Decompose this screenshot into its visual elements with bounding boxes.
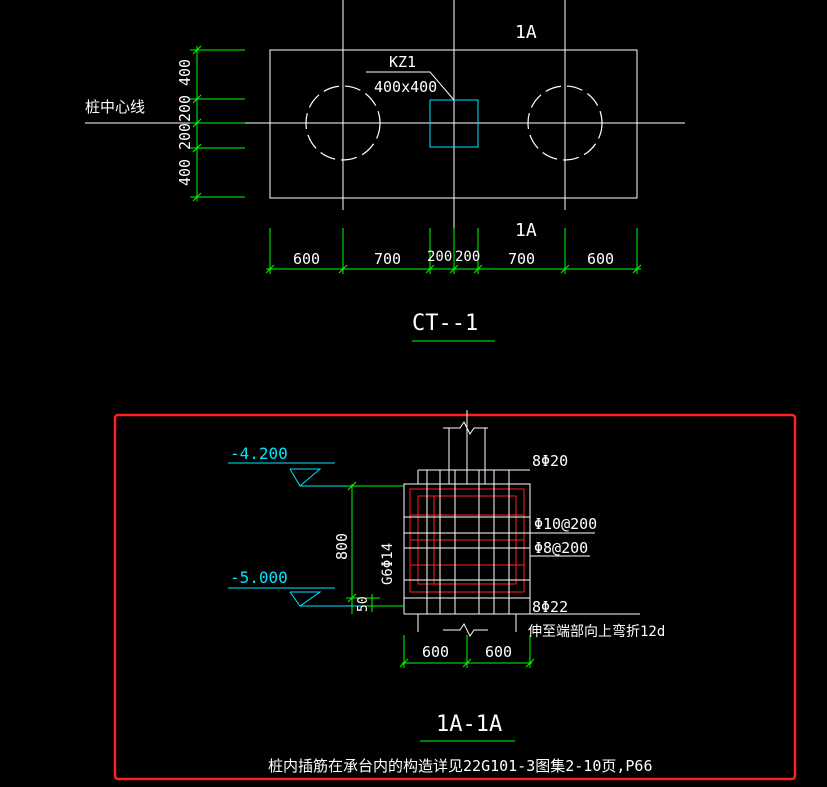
- section-note: 桩内插筋在承台内的构造详见22G101-3图集2-10页,P66: [268, 757, 653, 775]
- vert-dim-1: 400: [176, 59, 194, 86]
- side-bar-label: G6Φ14: [380, 543, 396, 585]
- bottom-cover-label: 50: [356, 596, 371, 612]
- pile-left: [305, 85, 381, 161]
- pile-center-label: 桩中心线: [85, 98, 145, 116]
- elev-top-label: -4.200: [230, 444, 288, 463]
- width-dim-1: 600: [422, 643, 449, 661]
- plan-view: KZ1 400x400 1A 1A 桩中心线 400 200 200 400: [85, 0, 685, 342]
- stirrup-label-1: Φ10@200: [534, 515, 597, 533]
- elevation-top: -4.200: [228, 444, 404, 487]
- section-view: 8Φ20 Φ10@200 Φ8@200 8Φ22 伸至端部向上弯折12d G6Φ…: [228, 410, 665, 775]
- horiz-dim-6: 600: [587, 250, 614, 268]
- horiz-dim-1: 600: [293, 250, 320, 268]
- horiz-dim-2: 700: [374, 250, 401, 268]
- pile-right: [527, 85, 603, 161]
- section-mark-top: 1A: [515, 22, 537, 43]
- horiz-dim-5: 700: [508, 250, 535, 268]
- top-bar-label: 8Φ20: [532, 452, 568, 470]
- depth-dimension: 800 50: [333, 481, 404, 614]
- horizontal-dimension-chain: 600 700 200 200 700 600: [265, 228, 642, 274]
- bottom-bar-note: 伸至端部向上弯折12d: [528, 623, 665, 640]
- section-cap-outline: [403, 483, 531, 599]
- stirrup-lines: [404, 470, 530, 614]
- column-leader: [366, 71, 455, 101]
- depth-dim-label: 800: [333, 533, 351, 560]
- column-break-line: [443, 421, 488, 435]
- highlight-frame: [113, 413, 797, 781]
- vert-dim-4: 400: [176, 159, 194, 186]
- pile-break-line: [443, 623, 488, 637]
- section-mark-bottom: 1A: [515, 220, 537, 241]
- elev-bottom-label: -5.000: [230, 568, 288, 587]
- horiz-dim-3: 200: [427, 249, 452, 265]
- bottom-bar-label: 8Φ22: [532, 598, 568, 616]
- elevation-bottom: -5.000: [228, 568, 404, 607]
- column-label: KZ1: [389, 53, 416, 71]
- plan-title: CT--1: [412, 311, 478, 336]
- vert-dim-2: 200: [176, 95, 194, 122]
- stirrup-label-2: Φ8@200: [534, 539, 588, 557]
- horiz-dim-4: 200: [455, 249, 480, 265]
- vertical-dimension-chain: 400 200 200 400: [176, 45, 245, 202]
- width-dimension-chain: 600 600: [399, 635, 535, 668]
- vert-dim-3: 200: [176, 123, 194, 150]
- column-size: 400x400: [374, 78, 437, 96]
- section-title: 1A-1A: [436, 712, 502, 737]
- width-dim-2: 600: [485, 643, 512, 661]
